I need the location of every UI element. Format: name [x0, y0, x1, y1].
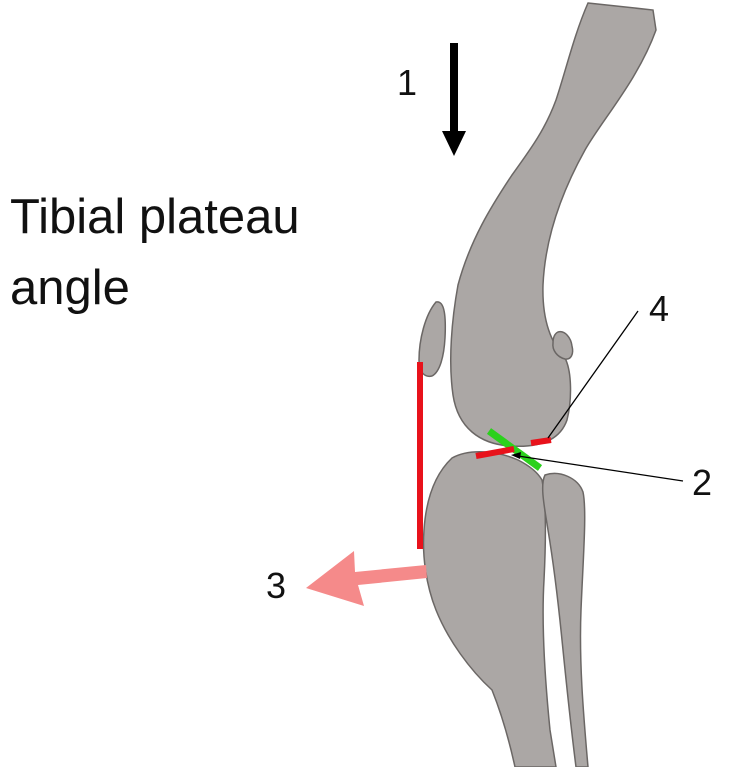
- force-arrow-head: [442, 131, 466, 156]
- leader-line-2: [518, 456, 683, 481]
- tibial-plateau-dash: [476, 449, 514, 456]
- force-arrow-shaft: [450, 43, 458, 133]
- label-2: 2: [692, 462, 712, 503]
- thrust-arrow: [306, 551, 427, 606]
- femur-bone: [451, 3, 656, 446]
- femur-condyle-dash: [531, 440, 551, 443]
- label-4: 4: [649, 288, 669, 329]
- label-1: 1: [397, 62, 417, 103]
- tibia-bone: [424, 452, 557, 767]
- label-3: 3: [266, 565, 286, 606]
